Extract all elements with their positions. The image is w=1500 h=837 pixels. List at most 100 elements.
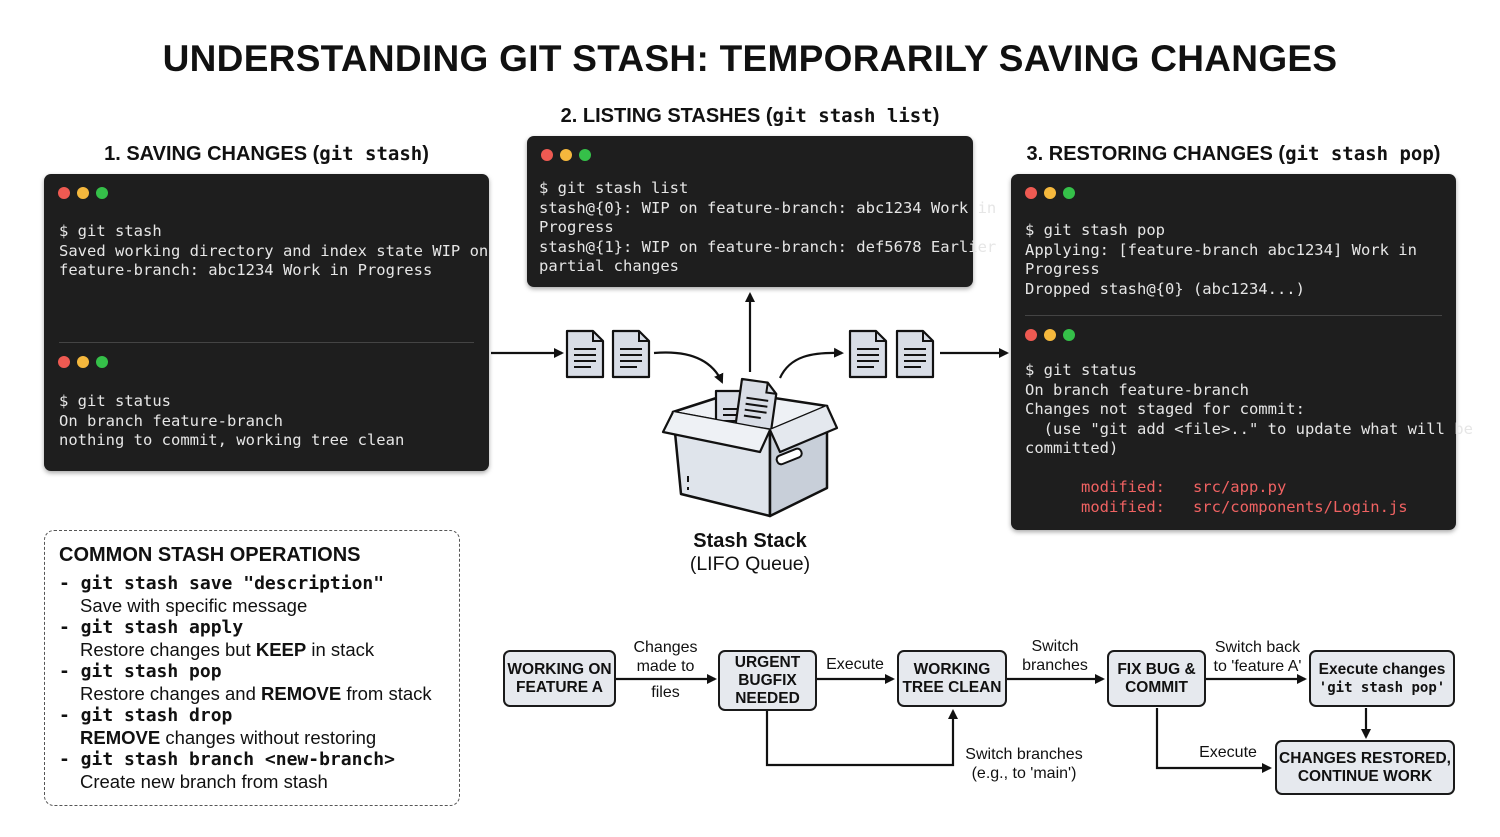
section-heading-saving-command: git stash: [319, 143, 423, 165]
terminal-output-restore-status: $ git status On branch feature-branch Ch…: [1025, 361, 1473, 517]
terminal-line: partial changes: [539, 257, 679, 275]
section-heading-restoring-command: git stash pop: [1285, 143, 1434, 165]
close-dot-icon: [58, 356, 70, 368]
maximize-dot-icon: [579, 149, 591, 161]
terminal-line: stash@{0}: WIP on feature-branch: abc123…: [539, 198, 997, 217]
flow-label-changes-made: Changes made to: [633, 639, 698, 675]
minimize-dot-icon: [77, 187, 89, 199]
terminal-line: $ git stash pop: [1025, 221, 1165, 239]
maximize-dot-icon: [1063, 329, 1075, 341]
execute-changes-command: 'git stash pop': [1318, 679, 1446, 696]
terminal-line: Progress: [1025, 260, 1100, 278]
maximize-dot-icon: [96, 187, 108, 199]
terminal-listing: $ git stash list stash@{0}: WIP on featu…: [527, 136, 996, 287]
minimize-dot-icon: [560, 149, 572, 161]
maximize-dot-icon: [96, 356, 108, 368]
operation-command: - git stash apply: [59, 617, 244, 638]
terminal-line: feature-branch: abc1234 Work in Progress: [59, 261, 433, 279]
operation-description: Restore changes but KEEP in stack: [80, 639, 375, 660]
section-heading-saving-text: 1. SAVING CHANGES: [104, 143, 308, 165]
terminal-divider: [1025, 315, 1442, 316]
operation-description: Save with specific message: [80, 595, 308, 616]
operation-description: Create new branch from stash: [80, 771, 328, 792]
window-controls: [1025, 329, 1075, 341]
close-dot-icon: [1025, 187, 1037, 199]
flow-label-switch-main: Switch branches (e.g., to 'main'): [965, 746, 1083, 782]
terminal-line: Dropped stash@{0} (abc1234...): [1025, 279, 1305, 298]
flow-label-files: files: [651, 684, 680, 701]
terminal-line: (use "git add <file>.." to update what w…: [1025, 419, 1473, 438]
terminal-output-list: $ git stash list stash@{0}: WIP on featu…: [539, 179, 996, 277]
section-heading-listing: 2. LISTING STASHES (git stash list): [560, 105, 940, 127]
operation-command: - git stash drop: [59, 705, 233, 726]
stash-stack-subtitle: (LIFO Queue): [689, 553, 811, 575]
terminal-output-pop: $ git stash pop Applying: [feature-branc…: [1025, 221, 1417, 299]
terminal-output-status: $ git status On branch feature-branch no…: [59, 392, 404, 451]
operation-description: Restore changes and REMOVE from stack: [80, 683, 432, 704]
window-controls: [58, 356, 108, 368]
operation-item: - git stash drop REMOVE changes without …: [59, 705, 445, 749]
terminal-line: stash@{1}: WIP on feature-branch: def567…: [539, 237, 997, 256]
stash-stack-label: Stash Stack (LIFO Queue): [650, 530, 850, 576]
flow-label-switch-back: Switch back to 'feature A': [1213, 639, 1302, 675]
arrow-into-box: [653, 351, 724, 384]
section-heading-restoring-text: 3. RESTORING CHANGES: [1026, 143, 1273, 165]
stash-box-icon: [661, 377, 839, 518]
section-heading-listing-command: git stash list: [772, 105, 933, 127]
operation-description: REMOVE changes without restoring: [80, 727, 377, 748]
minimize-dot-icon: [77, 356, 89, 368]
document-icon: [895, 329, 935, 379]
window-controls: [1025, 187, 1075, 199]
terminal-line: nothing to commit, working tree clean: [59, 431, 405, 449]
terminal-line: $ git status: [59, 392, 171, 410]
operation-command: - git stash save "description": [59, 573, 385, 594]
terminal-output-stash: $ git stash Saved working directory and …: [59, 222, 488, 281]
operation-command: - git stash branch <new-branch>: [59, 749, 395, 770]
operation-item: - git stash pop Restore changes and REMO…: [59, 661, 445, 705]
flow-box-working-tree-clean: WORKING TREE CLEAN: [897, 650, 1007, 707]
section-heading-listing-text: 2. LISTING STASHES: [560, 105, 761, 127]
terminal-line: committed): [1025, 439, 1119, 457]
terminal-saving: $ git stash Saved working directory and …: [44, 174, 489, 471]
common-operations-panel: COMMON STASH OPERATIONS - git stash save…: [44, 530, 460, 806]
operation-item: - git stash apply Restore changes but KE…: [59, 617, 445, 661]
close-dot-icon: [1025, 329, 1037, 341]
modified-file-line: modified: src/components/Login.js: [1025, 497, 1408, 516]
operation-command: - git stash pop: [59, 661, 222, 682]
flow-arrow-switch-main: [765, 709, 958, 767]
terminal-line: On branch feature-branch: [59, 411, 283, 430]
operations-title: COMMON STASH OPERATIONS: [59, 544, 361, 566]
close-dot-icon: [58, 187, 70, 199]
terminal-restoring: $ git stash pop Applying: [feature-branc…: [1011, 174, 1473, 530]
maximize-dot-icon: [1063, 187, 1075, 199]
flow-label-switch-branches: Switch branches: [1022, 638, 1088, 674]
document-icon: [565, 329, 605, 379]
terminal-line: $ git stash list: [539, 179, 689, 197]
stash-stack-title: Stash Stack: [693, 530, 807, 552]
terminal-line: $ git status: [1025, 361, 1137, 379]
flow-box-urgent-bugfix: URGENT BUGFIX NEEDED: [718, 650, 817, 711]
terminal-line: On branch feature-branch: [1025, 380, 1249, 399]
terminal-line: Changes not staged for commit:: [1025, 400, 1305, 418]
terminal-line: Applying: [feature-branch abc1234] Work …: [1025, 240, 1417, 259]
page-title: UNDERSTANDING GIT STASH: TEMPORARILY SAV…: [162, 38, 1338, 79]
document-icon: [611, 329, 651, 379]
flow-box-fix-bug-commit: FIX BUG & COMMIT: [1107, 650, 1206, 707]
operation-item: - git stash branch <new-branch> Create n…: [59, 749, 445, 793]
flow-box-working-on-feature: WORKING ON FEATURE A: [503, 650, 616, 707]
flow-label-execute: Execute: [826, 656, 884, 673]
document-icon: [848, 329, 888, 379]
terminal-line: Saved working directory and index state …: [59, 241, 489, 260]
section-heading-saving: 1. SAVING CHANGES (git stash): [104, 143, 429, 165]
modified-file-line: modified: src/app.py: [1025, 478, 1287, 496]
terminal-divider: [59, 342, 474, 343]
close-dot-icon: [541, 149, 553, 161]
terminal-line: Progress: [539, 218, 614, 236]
window-controls: [58, 187, 108, 199]
minimize-dot-icon: [1044, 329, 1056, 341]
window-controls: [541, 149, 591, 161]
arrow-out-of-box: [778, 347, 844, 379]
flow-box-execute-changes: Execute changes 'git stash pop': [1309, 650, 1455, 707]
flow-label-execute-2: Execute: [1199, 744, 1257, 761]
